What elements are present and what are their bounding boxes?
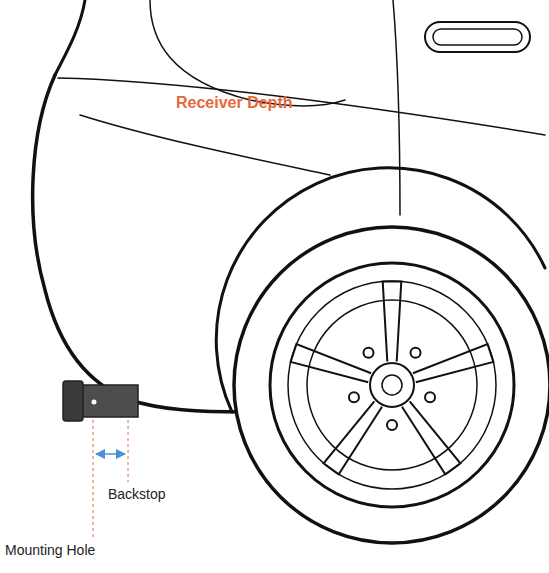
heading-label: Receiver Depth [176,94,293,112]
lug-nut [425,392,435,402]
lug-nut [411,348,421,358]
lug-nut [363,348,373,358]
wheel-spoke [413,344,494,382]
part-label: Mounting Hole [5,542,95,558]
lug-nut [349,392,359,402]
lug-nut [387,420,397,430]
wheel-spoke [324,401,382,474]
wheel-spoke [291,344,372,382]
wheel-spoke [383,281,402,361]
part-label: Backstop [108,486,166,502]
wheel-spoke [402,401,460,474]
